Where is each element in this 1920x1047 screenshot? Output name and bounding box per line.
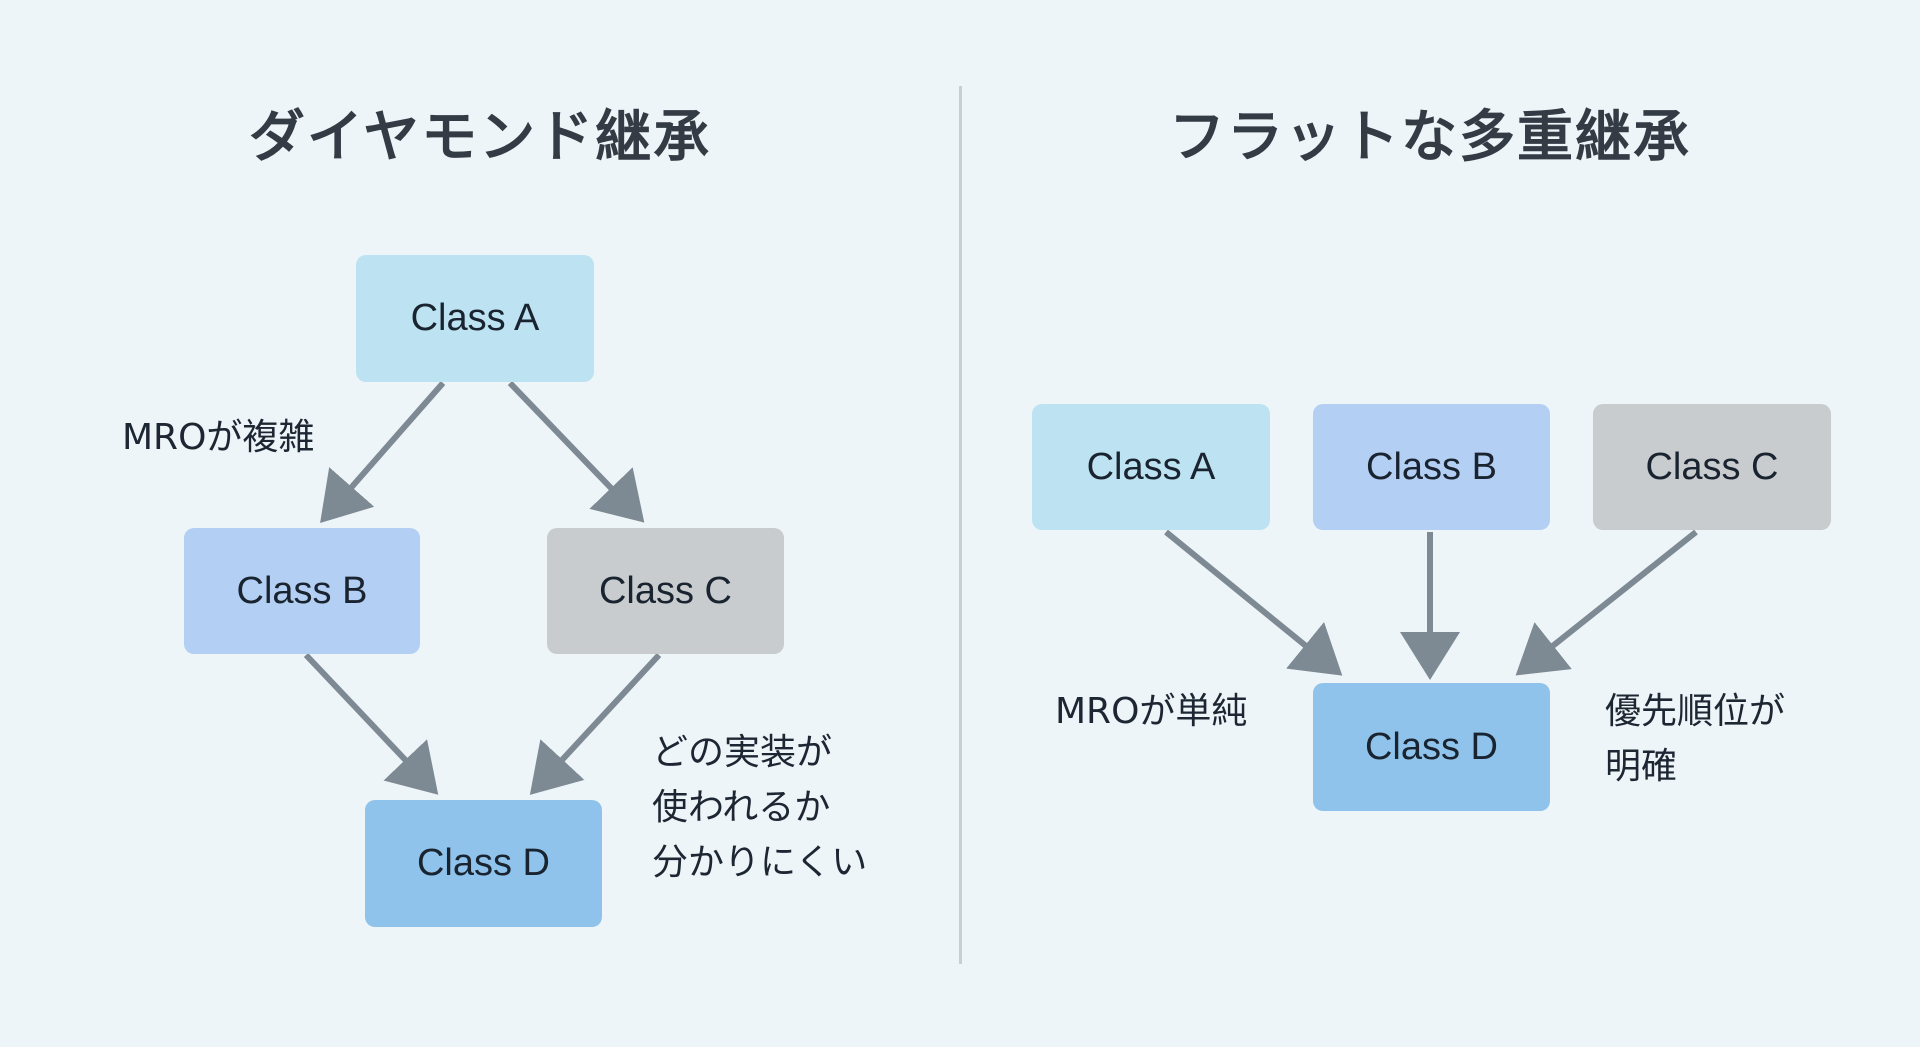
left-class-b-box: Class B (184, 528, 420, 654)
right-note-line: 優先順位が (1605, 691, 1786, 732)
right-mro-label: MROが単純 (1055, 691, 1248, 732)
right-class-c-box: Class C (1593, 404, 1831, 530)
right-note: 優先順位が 明確 (1605, 684, 1785, 794)
arrow-right-c-to-d (1515, 529, 1698, 676)
arrow-left-c-to-d (529, 652, 662, 795)
left-mro-label: MROが複雑 (122, 417, 315, 458)
arrow-left-b-to-d (303, 652, 439, 795)
left-note-line: 使われるか (652, 787, 831, 828)
left-note: どの実装が 使われるか 分かりにくい (652, 725, 867, 890)
left-panel-title: ダイヤモンド継承 (248, 105, 712, 170)
left-class-a-box: Class A (356, 255, 594, 382)
left-note-line: 分かりにくい (652, 842, 868, 883)
panel-divider (959, 86, 962, 964)
right-class-a-box: Class A (1032, 404, 1270, 530)
right-class-b-box: Class B (1313, 404, 1550, 530)
left-class-c-box: Class C (547, 528, 784, 654)
right-panel-title: フラットな多重継承 (1169, 105, 1691, 170)
left-note-line: どの実装が (652, 732, 833, 773)
arrow-left-a-to-c (507, 380, 645, 523)
arrow-right-a-to-d (1164, 529, 1343, 676)
right-note-line: 明確 (1605, 746, 1678, 787)
arrow-left-a-to-b (320, 381, 446, 524)
right-class-d-box: Class D (1313, 683, 1550, 811)
left-class-d-box: Class D (365, 800, 602, 927)
